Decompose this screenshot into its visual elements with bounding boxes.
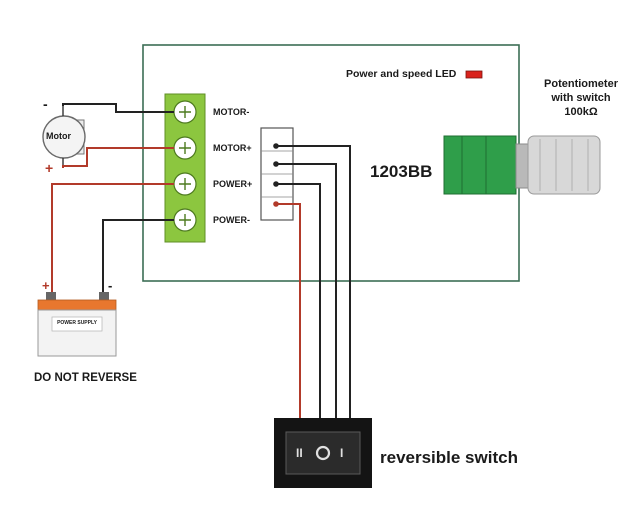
potentiometer [443, 135, 601, 195]
reversible-switch [274, 418, 372, 488]
battery-plus-sign: + [42, 278, 50, 293]
terminal-label-motor-plus: MOTOR+ [213, 143, 252, 153]
wire-switch-3 [276, 183, 321, 418]
switch-off-icon [315, 445, 331, 461]
terminal-screw-power-minus [173, 208, 197, 232]
motor-minus-sign: - [43, 96, 48, 112]
reversible-switch-label: reversible switch [380, 448, 518, 467]
potentiometer-label-line3: 100kΩ [564, 106, 598, 118]
model-label: 1203BB [370, 162, 433, 181]
battery-minus-sign: - [108, 278, 113, 293]
wire-power-minus [102, 219, 174, 292]
motor-label: Motor [46, 131, 71, 141]
motor-plus-sign: + [45, 160, 54, 176]
terminal-label-power-minus: POWER- [213, 215, 250, 225]
wire-switch-4 [276, 203, 301, 418]
potentiometer-label-line1: Potentiometer [544, 78, 618, 90]
wire-switch-1 [276, 145, 351, 418]
battery [37, 292, 117, 357]
do-not-reverse-warning: DO NOT REVERSE [34, 372, 137, 384]
wire-switch-2 [276, 163, 337, 418]
motor [42, 106, 86, 168]
led-label: Power and speed LED [346, 68, 457, 80]
terminal-screw-power-plus [173, 172, 197, 196]
wire-power-plus [51, 183, 174, 292]
terminal-label-power-plus: POWER+ [213, 179, 253, 189]
switch-header [260, 127, 294, 221]
switch-glyph-left: II [296, 446, 303, 460]
terminal-label-motor-minus: MOTOR- [213, 107, 250, 117]
switch-wires [276, 145, 351, 418]
terminal-screw-motor-plus [173, 136, 197, 160]
terminal-screw-motor-minus [173, 100, 197, 124]
potentiometer-label-line2: with switch [551, 92, 611, 104]
switch-glyph-right: I [340, 446, 344, 460]
screw-terminal-block [164, 93, 206, 243]
battery-label: POWER SUPPLY [57, 320, 97, 326]
led-indicator [465, 70, 483, 79]
wire-motor-minus [62, 103, 174, 113]
wire-motor-plus [62, 147, 174, 168]
